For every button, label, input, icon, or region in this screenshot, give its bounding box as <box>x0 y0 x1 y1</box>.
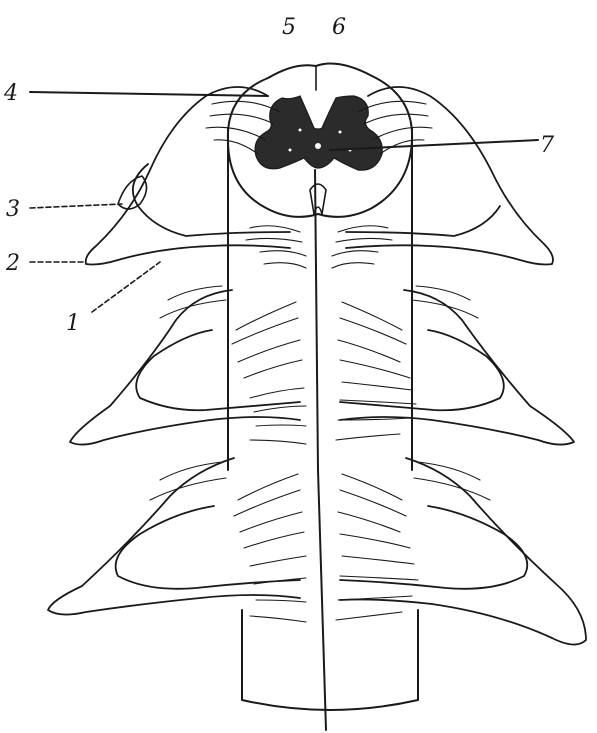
label-6: 6 <box>332 15 346 40</box>
label-7: 7 <box>540 133 554 158</box>
leader-line-4 <box>30 92 268 96</box>
spinal-nerve-segment-top <box>86 87 553 268</box>
spinal-nerve-segment-bottom <box>48 458 586 645</box>
grey-matter <box>255 96 382 170</box>
label-5: 5 <box>282 15 296 40</box>
label-4: 4 <box>3 81 18 106</box>
anterior-fissure-notch <box>310 184 326 214</box>
spinal-cord-body <box>228 128 418 730</box>
leader-line-3 <box>30 204 122 208</box>
label-1: 1 <box>66 311 80 336</box>
labels: 5 6 4 7 3 2 1 <box>3 15 554 336</box>
label-3: 3 <box>6 197 20 222</box>
spinal-nerve-segment-middle <box>70 286 574 445</box>
central-canal <box>315 143 321 149</box>
cross-section <box>228 64 412 217</box>
leader-line-1 <box>92 262 160 312</box>
anterior-median-fissure <box>315 170 326 730</box>
label-2: 2 <box>5 251 20 276</box>
